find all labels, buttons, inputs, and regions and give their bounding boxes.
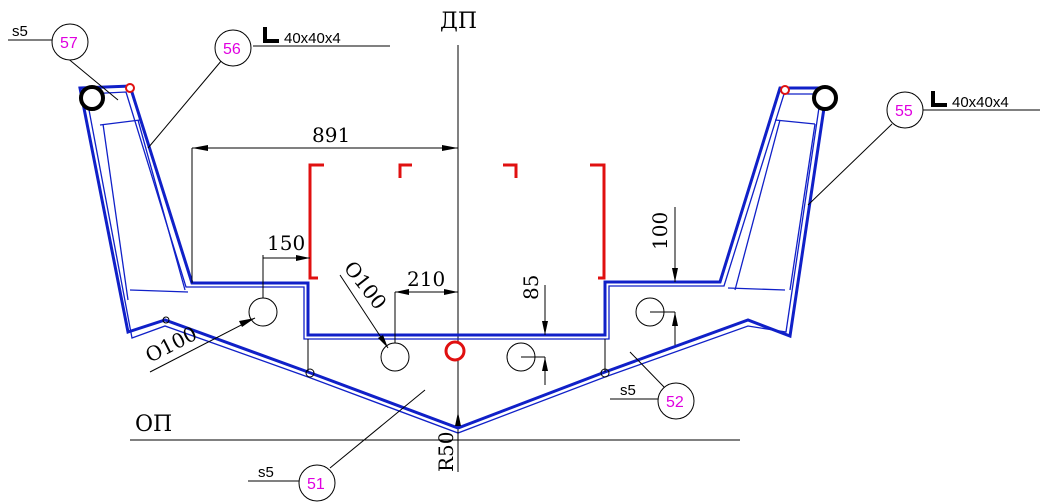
hull-plate	[78, 84, 829, 434]
dim-891: 891	[191, 123, 458, 283]
callout-55-profile: 40x40x4	[952, 94, 1009, 111]
right-gunwale-bar	[812, 85, 838, 111]
callout-57: 57 s5	[8, 23, 119, 101]
bubble-52	[657, 382, 695, 420]
angle-profile-icon	[263, 27, 279, 43]
bubble-52-text: 52	[666, 394, 684, 411]
red-frames	[125, 83, 790, 362]
callout-51: 51 s5	[248, 389, 426, 502]
bubble-55-text: 55	[895, 103, 913, 120]
callout-57-thickness: s5	[12, 23, 28, 40]
left-gunwale-bar	[79, 85, 105, 111]
center-line-label: ДП	[440, 9, 477, 34]
dim-210-text: 210	[407, 267, 445, 291]
callout-52-thickness: s5	[620, 382, 636, 399]
angle-profile-icon	[931, 91, 947, 107]
bubble-57	[51, 23, 89, 61]
callout-56-profile: 40x40x4	[284, 30, 341, 47]
dim-150: 150	[262, 231, 310, 298]
hole-left	[248, 297, 278, 327]
bubble-55	[886, 91, 924, 129]
dim-100-text: 100	[648, 212, 672, 250]
hole-center-left	[380, 342, 410, 372]
keel-hole	[444, 340, 466, 362]
left-top-pin	[125, 83, 135, 93]
dim-210: 210	[394, 267, 458, 343]
reference-lines: ДП ОП	[130, 9, 740, 441]
dim-150-text: 150	[267, 231, 305, 255]
bubble-51	[298, 464, 336, 502]
callout-56: 56 40x40x4	[147, 27, 390, 149]
callout-52: 52 s5	[610, 351, 695, 420]
bubble-57-text: 57	[60, 35, 78, 52]
base-line-label: ОП	[135, 412, 172, 437]
bubble-56	[214, 29, 252, 67]
dim-100: 100	[648, 207, 678, 345]
dim-85: 85	[519, 275, 548, 385]
dim-r50: R50	[434, 412, 461, 472]
dim-85-text: 85	[519, 275, 543, 300]
callout-51-thickness: s5	[258, 464, 274, 481]
dim-r50-text: R50	[434, 431, 458, 472]
right-top-pin	[780, 85, 790, 95]
bubble-56-text: 56	[223, 41, 241, 58]
callout-55: 55 40x40x4	[807, 91, 1040, 206]
dim-891-text: 891	[312, 123, 350, 147]
bubble-51-text: 51	[307, 476, 325, 493]
